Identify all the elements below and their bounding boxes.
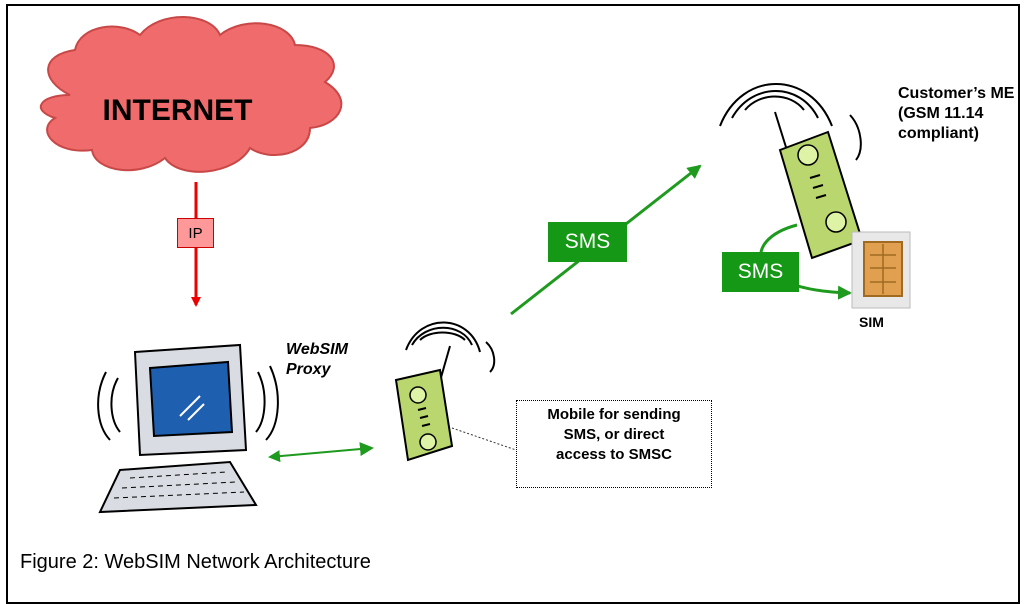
customer-line: Customer’s ME — [898, 85, 1015, 102]
proxy-mobile-link — [268, 442, 374, 463]
customer-me-phone-icon — [719, 83, 864, 260]
websim-proxy-label: WebSIM Proxy — [286, 340, 348, 380]
mobile-note-line: Mobile for sending — [547, 406, 681, 423]
sim-label: SIM — [859, 314, 884, 330]
diagram-canvas: INTERNET IP SMS SMS Customer’s ME (GSM 1… — [6, 4, 1020, 604]
customer-line: (GSM 11.14 — [898, 105, 984, 122]
customer-line: compliant) — [898, 125, 979, 142]
sms-label-2: SMS — [722, 252, 799, 292]
internet-cloud-icon — [40, 16, 343, 173]
sms-label-1: SMS — [548, 222, 627, 262]
sim-card-icon — [851, 231, 911, 309]
mobile-note-line: SMS, or direct — [563, 426, 665, 443]
internet-label: INTERNET — [102, 94, 253, 127]
computer-icon — [97, 343, 279, 514]
mobile-note-box: Mobile for sending SMS, or direct access… — [516, 400, 712, 488]
mobile-note-line: access to SMSC — [556, 446, 672, 463]
proxy-line: WebSIM — [286, 341, 348, 358]
note-connector — [451, 427, 517, 451]
ip-label: IP — [177, 218, 214, 248]
customer-me-label: Customer’s ME (GSM 11.14 compliant) — [898, 84, 1014, 144]
figure-caption: Figure 2: WebSIM Network Architecture — [20, 551, 371, 573]
proxy-mobile-phone-icon — [394, 321, 496, 462]
proxy-line: Proxy — [286, 361, 331, 378]
diagram-graphics — [40, 16, 911, 514]
